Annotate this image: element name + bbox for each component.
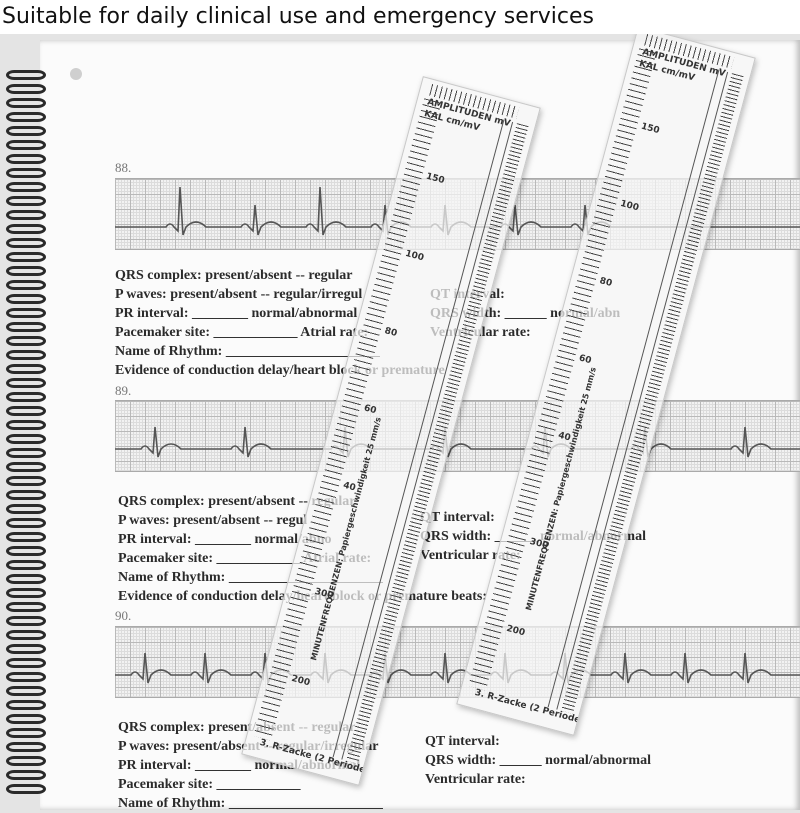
spiral-coil — [6, 294, 46, 304]
form-line: P waves: present/absent -- regul — [118, 513, 308, 528]
spiral-coil — [6, 112, 46, 122]
ecg-trace — [115, 652, 800, 684]
spiral-coil — [6, 238, 46, 248]
spiral-coil — [6, 224, 46, 234]
spiral-coil — [6, 700, 46, 710]
scale-label: 200 — [505, 623, 526, 639]
spiral-coil — [6, 196, 46, 206]
form-line: QRS width: ______ normal/abnormal — [425, 753, 651, 768]
spiral-coil — [6, 168, 46, 178]
spiral-coil — [6, 644, 46, 654]
scale-label: 80 — [383, 326, 399, 340]
spiral-coil — [6, 434, 46, 444]
spiral-coil — [6, 392, 46, 402]
section-number: 89. — [115, 383, 132, 398]
spiral-coil — [6, 504, 46, 514]
scale-label: 80 — [598, 276, 614, 290]
spiral-coil — [6, 672, 46, 682]
spiral-coil — [6, 182, 46, 192]
spiral-coil — [6, 742, 46, 752]
spiral-coil — [6, 140, 46, 150]
form-line: QRS complex: present/absent -- regular — [115, 268, 353, 283]
spiral-coil — [6, 154, 46, 164]
spiral-coil — [6, 266, 46, 276]
spiral-coil — [6, 630, 46, 640]
rhythm-form-right: QT interval: QRS width: ______ normal/ab… — [425, 732, 651, 789]
form-line: Pacemaker site: ____________ Atrial rate… — [115, 325, 369, 340]
scale-label: 60 — [577, 353, 593, 367]
spiral-coil — [6, 784, 46, 794]
spiral-coil — [6, 98, 46, 108]
spiral-coil — [6, 518, 46, 528]
section-number: 90. — [115, 608, 132, 623]
spiral-coil — [6, 602, 46, 612]
spiral-coil — [6, 756, 46, 766]
spiral-coil — [6, 462, 46, 472]
punch-hole — [70, 68, 82, 80]
spiral-coil — [6, 532, 46, 542]
scale-label: 60 — [362, 403, 378, 417]
form-line: Name of Rhythm: ______________________ — [118, 796, 383, 811]
spiral-coil — [6, 560, 46, 570]
scale-label: 100 — [404, 248, 425, 264]
form-line: PR interval: ________ normal/abno — [118, 532, 332, 547]
ecg-waveform — [115, 426, 800, 458]
spiral-coil — [6, 210, 46, 220]
spiral-coil — [6, 714, 46, 724]
spiral-coil — [6, 126, 46, 136]
spiral-coil — [6, 308, 46, 318]
ecg-strip — [115, 626, 800, 698]
headline: Suitable for daily clinical use and emer… — [0, 0, 800, 34]
spiral-coil — [6, 770, 46, 780]
form-line: PR interval: ________ normal/abnormal — [115, 306, 358, 321]
form-line: Name of Rhythm: ______________________ — [115, 344, 380, 359]
spiral-coil — [6, 252, 46, 262]
spiral-coil — [6, 588, 46, 598]
spiral-coil — [6, 658, 46, 668]
spiral-coil — [6, 406, 46, 416]
scale-label: 100 — [619, 198, 640, 214]
spiral-coil — [6, 378, 46, 388]
spiral-coil — [6, 476, 46, 486]
scale-label: 150 — [424, 171, 446, 187]
scale-label: 150 — [639, 121, 661, 137]
spiral-coil — [6, 84, 46, 94]
ecg-trace — [115, 186, 800, 236]
spiral-coil — [6, 616, 46, 626]
spiral-coil — [6, 728, 46, 738]
ecg-waveform — [115, 652, 800, 684]
spiral-coil — [6, 448, 46, 458]
spiral-coil — [6, 420, 46, 430]
spiral-coil — [6, 490, 46, 500]
spiral-coil — [6, 322, 46, 332]
section-number: 88. — [115, 160, 132, 175]
spiral-coil — [6, 280, 46, 290]
form-line: Ventricular rate: — [425, 772, 526, 787]
spiral-coil — [6, 686, 46, 696]
spiral-coil — [6, 364, 46, 374]
spiral-coil — [6, 70, 46, 80]
spiral-binding — [0, 70, 50, 800]
form-line: QT interval: — [425, 734, 500, 749]
form-line: Pacemaker site: ____________ — [118, 777, 301, 792]
spiral-coil — [6, 336, 46, 346]
spiral-coil — [6, 574, 46, 584]
form-line: QRS complex: present/absent -- regular — [118, 494, 356, 509]
ecg-waveform — [115, 186, 800, 236]
form-line: QT interval: — [420, 510, 495, 525]
spiral-coil — [6, 546, 46, 556]
spiral-coil — [6, 350, 46, 360]
scale-label: 200 — [290, 673, 311, 689]
form-line: P waves: present/absent -- regular/irreg… — [115, 287, 363, 302]
